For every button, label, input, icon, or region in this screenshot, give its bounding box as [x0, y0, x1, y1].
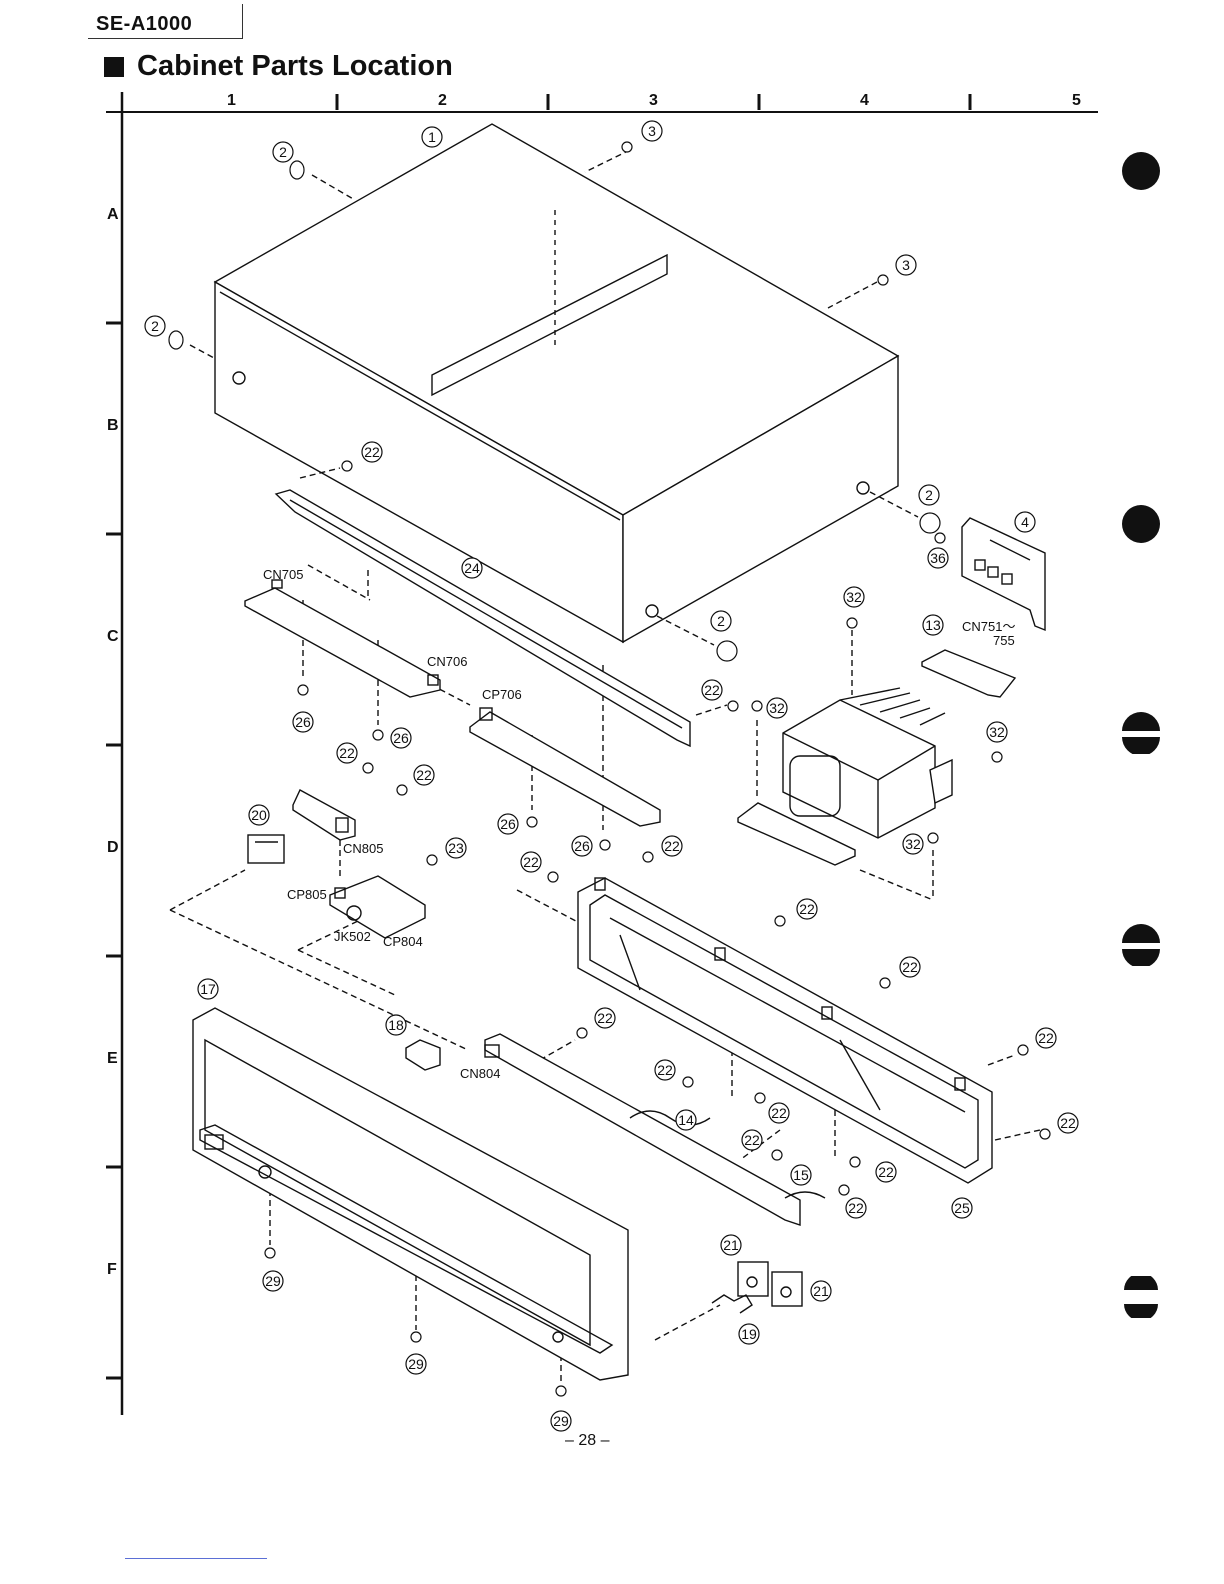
svg-text:22: 22 — [364, 444, 380, 460]
svg-text:3: 3 — [902, 257, 910, 273]
svg-text:4: 4 — [1021, 514, 1029, 530]
svg-text:2: 2 — [151, 318, 159, 334]
svg-text:24: 24 — [464, 560, 480, 576]
svg-text:2: 2 — [925, 487, 933, 503]
svg-text:32: 32 — [769, 700, 785, 716]
push-buttons-21 — [738, 1262, 802, 1306]
registration-half-dot-icon — [1120, 712, 1162, 754]
footer-rule — [125, 1558, 267, 1559]
svg-text:2: 2 — [717, 613, 725, 629]
svg-text:32: 32 — [905, 836, 921, 852]
grid-row-ticks — [106, 323, 122, 1378]
svg-text:26: 26 — [295, 714, 311, 730]
svg-text:22: 22 — [902, 959, 918, 975]
svg-text:18: 18 — [388, 1017, 404, 1033]
svg-text:22: 22 — [416, 767, 432, 783]
part-18-clip — [406, 1040, 440, 1070]
svg-text:22: 22 — [1060, 1115, 1076, 1131]
svg-text:26: 26 — [393, 730, 409, 746]
svg-text:2: 2 — [279, 144, 287, 160]
svg-text:15: 15 — [793, 1167, 809, 1183]
svg-text:21: 21 — [813, 1283, 829, 1299]
registration-dot-icon — [1120, 150, 1162, 192]
bracket-13 — [922, 650, 1015, 697]
svg-text:22: 22 — [339, 745, 355, 761]
svg-text:22: 22 — [744, 1132, 760, 1148]
label-cn805: CN805 — [343, 841, 383, 856]
board-cp706 — [470, 708, 660, 826]
part-20-block — [248, 835, 284, 863]
registration-half-dot-icon — [1120, 924, 1162, 966]
label-cn705: CN705 — [263, 567, 303, 582]
svg-text:25: 25 — [954, 1200, 970, 1216]
page-number: – 28 – — [565, 1432, 609, 1450]
svg-text:22: 22 — [848, 1200, 864, 1216]
front-panel-17 — [193, 1008, 628, 1380]
registration-dot-icon — [1120, 503, 1162, 545]
svg-text:22: 22 — [664, 838, 680, 854]
svg-text:13: 13 — [925, 617, 941, 633]
svg-text:29: 29 — [265, 1273, 281, 1289]
registration-half-dot-icon — [1120, 1276, 1162, 1318]
svg-text:22: 22 — [1038, 1030, 1054, 1046]
svg-text:19: 19 — [741, 1326, 757, 1342]
svg-text:14: 14 — [678, 1112, 694, 1128]
svg-text:22: 22 — [878, 1164, 894, 1180]
svg-text:29: 29 — [408, 1356, 424, 1372]
svg-text:22: 22 — [657, 1062, 673, 1078]
label-cn706: CN706 — [427, 654, 467, 669]
grid-column-ticks — [337, 94, 970, 110]
label-cp706: CP706 — [482, 687, 522, 702]
label-cn804: CN804 — [460, 1066, 500, 1081]
cabinet-cover — [215, 124, 898, 642]
svg-text:22: 22 — [597, 1010, 613, 1026]
label-cn751: CN751～ — [962, 619, 1015, 634]
part-19-spring — [712, 1295, 752, 1313]
board-cn705 — [245, 580, 440, 697]
label-cn755: 755 — [993, 633, 1015, 648]
label-cp804: CP804 — [383, 934, 423, 949]
svg-text:26: 26 — [500, 816, 516, 832]
board-cn751 — [962, 518, 1045, 630]
svg-text:22: 22 — [799, 901, 815, 917]
svg-text:22: 22 — [523, 854, 539, 870]
label-jk502: JK502 — [334, 929, 371, 944]
svg-text:23: 23 — [448, 840, 464, 856]
svg-text:1: 1 — [428, 129, 436, 145]
svg-text:20: 20 — [251, 807, 267, 823]
svg-text:36: 36 — [930, 550, 946, 566]
svg-text:17: 17 — [200, 981, 216, 997]
svg-text:26: 26 — [574, 838, 590, 854]
svg-text:22: 22 — [771, 1105, 787, 1121]
svg-text:3: 3 — [648, 123, 656, 139]
svg-text:32: 32 — [846, 589, 862, 605]
svg-text:22: 22 — [704, 682, 720, 698]
svg-text:32: 32 — [989, 724, 1005, 740]
board-cn805 — [293, 790, 355, 840]
label-cp805: CP805 — [287, 887, 327, 902]
svg-text:29: 29 — [553, 1413, 569, 1429]
svg-text:21: 21 — [723, 1237, 739, 1253]
